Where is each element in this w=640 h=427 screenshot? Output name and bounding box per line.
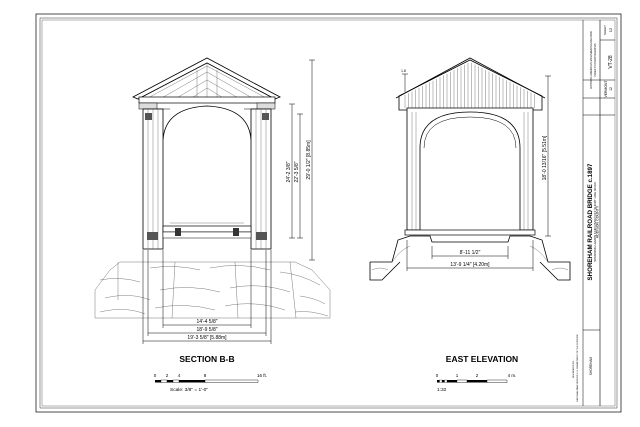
- bridge-title: SHOREHAM RAILROAD BRIDGE c.1897: [587, 163, 594, 280]
- section-roof: [132, 57, 281, 100]
- section-horizontal-dims: [142, 250, 272, 344]
- section-b-b-drawing: 24'-2 3/8" 22'-3 5/8" 29'-0 1/2" [8.85m]…: [94, 57, 331, 393]
- section-title: SECTION B-B: [179, 354, 234, 364]
- elevation-abutments: [369, 235, 571, 281]
- elevation-scale-tick-0: 0: [436, 373, 439, 378]
- section-vertical-dims: [289, 59, 315, 261]
- sheet-total: 12: [609, 87, 613, 91]
- elevation-gable: [398, 59, 543, 111]
- elevation-scale-tick-1: 1: [456, 373, 459, 378]
- elevation-scale-bar: [437, 379, 508, 383]
- elevation-title: EAST ELEVATION: [446, 354, 518, 364]
- title-block: VT-28 SHEET 12 HISTORIC AMERICAN ENGINEE…: [572, 20, 615, 406]
- hist-label: HISTORIC AMERICAN ENGINEERING RECORD: [589, 31, 593, 89]
- section-scale-tick-2: 4: [178, 373, 181, 378]
- outer-border: [35, 13, 622, 413]
- elevation-deck: [404, 229, 536, 236]
- stone-abutment: [94, 261, 331, 319]
- bridge-subtitle: SPANNING LEMON FAIR RIVER OFF SHORT LINE…: [593, 181, 597, 261]
- vermont-label: VERMONT: [604, 81, 608, 98]
- section-scale-tick-3: 8: [204, 373, 207, 378]
- sheet-number: 12: [608, 27, 613, 32]
- index-label: INDEX TO PHOTOGRAPHS: [593, 43, 597, 76]
- elevation-dims: [402, 73, 551, 271]
- section-width-outer: 19'-3 5/8" [5.88m]: [187, 335, 227, 341]
- section-scale-tick-0: 0: [154, 373, 157, 378]
- survey-number: VT-28: [608, 55, 614, 69]
- elevation-opening: 8'-11 1/2": [460, 250, 481, 256]
- delineator: DELINEATED BY: ...: [572, 358, 575, 378]
- section-width-mid: 18'-9 5/8": [196, 327, 217, 333]
- section-scale-tick-1: 2: [166, 373, 169, 378]
- agency: NATIONAL PARK SERVICE U.S. DEPARTMENT OF…: [576, 334, 579, 402]
- elevation-height: 18'-0 13/16" [5.51m]: [542, 135, 548, 180]
- elevation-scale-caption: 1:32: [437, 387, 447, 393]
- elevation-marker: 1.8: [401, 69, 406, 73]
- inner-border: [39, 17, 618, 409]
- section-height-c: 29'-0 1/2" [8.85m]: [306, 140, 312, 180]
- section-scale-tick-4: 16 ft.: [257, 373, 267, 378]
- inner-border-2: [41, 19, 616, 407]
- elevation-deck-width: 13'-9 1/4" [4.20m]: [450, 262, 490, 268]
- county: ADDISON COUNTY: [596, 205, 600, 238]
- section-height-a: 24'-2 3/8": [286, 161, 292, 182]
- elevation-scale-tick-2: 2: [476, 373, 479, 378]
- sheet-label: SHEET: [603, 25, 607, 35]
- elevation-scale-tick-3: 4 m.: [508, 373, 517, 378]
- location: SHOREHAM: [589, 356, 593, 375]
- elevation-portal: [406, 107, 534, 231]
- east-elevation-drawing: 18'-0 13/16" [5.51m] 8'-11 1/2" 13'-9 1/…: [369, 57, 571, 393]
- section-height-b: 22'-3 5/8": [294, 161, 300, 182]
- section-scale-bar: [155, 379, 259, 383]
- section-scale-caption: Scale: 3/8" = 1'-0": [170, 387, 208, 393]
- section-width-inner: 14'-4 5/8": [196, 319, 217, 325]
